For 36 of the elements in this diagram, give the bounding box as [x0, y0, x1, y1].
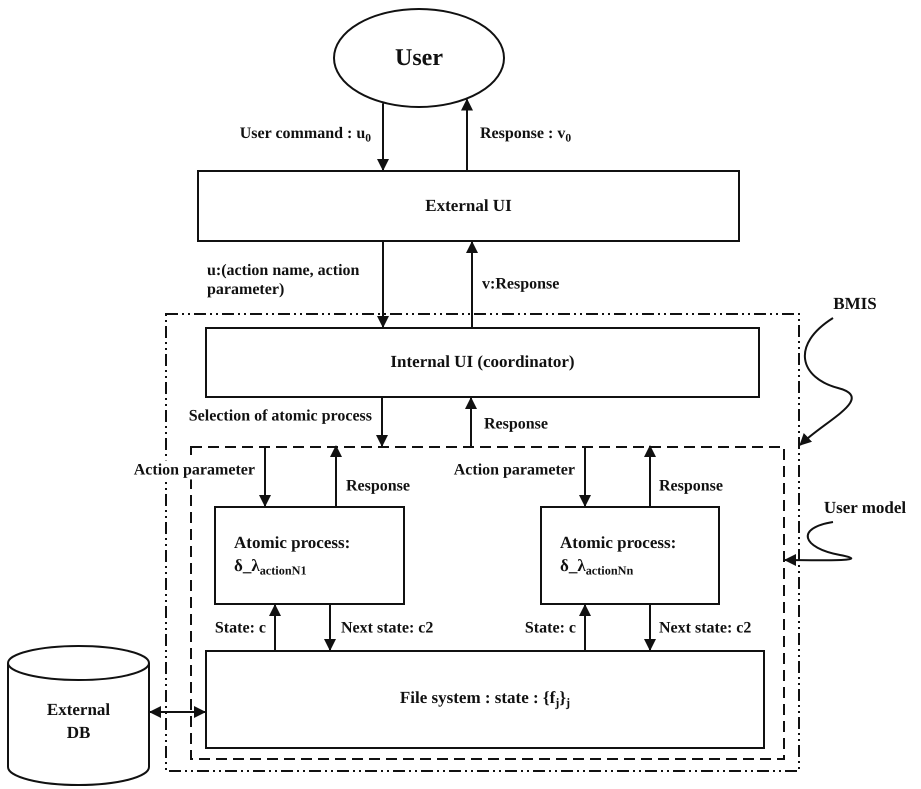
process-box	[214, 506, 405, 605]
process-box	[197, 170, 740, 242]
arrow	[466, 241, 478, 327]
arrow	[461, 98, 473, 170]
arrow	[149, 706, 206, 718]
arrow	[259, 446, 271, 507]
node-label: Atomic process: δ_λ$_{actionNn}$	[560, 532, 678, 580]
edge-label: Action parameter	[452, 460, 577, 480]
arrow	[269, 604, 281, 650]
arrow	[579, 446, 591, 507]
arrow	[324, 605, 336, 651]
arrow	[465, 397, 477, 446]
database-cylinder	[7, 645, 150, 785]
leader-line	[799, 317, 853, 446]
process-box	[205, 327, 760, 398]
process-box	[540, 506, 720, 605]
node-label: External UI	[425, 194, 512, 217]
node-label: File system : state : {f$_{j}$}$_{j}$	[400, 687, 570, 712]
arrow	[377, 242, 389, 328]
callout-label: User model	[824, 496, 906, 519]
node-label: Atomic process: δ_λ$_{actionN1}$	[234, 532, 352, 580]
arrow	[377, 103, 389, 171]
node-label: User	[395, 44, 443, 73]
callout-label: BMIS	[833, 292, 877, 315]
node-label: Internal UI (coordinator)	[390, 351, 575, 374]
edge-label: Selection of atomic process	[186, 406, 374, 426]
arrow	[644, 445, 656, 506]
edge-label: Action parameter	[132, 460, 257, 480]
user-ellipse	[333, 8, 505, 108]
leader-line	[784, 521, 852, 566]
node-label: External DB	[46, 699, 112, 744]
arrow	[376, 398, 388, 447]
arrow	[644, 605, 656, 651]
process-box	[205, 650, 765, 749]
arrow	[579, 604, 591, 650]
arrow	[330, 445, 342, 506]
